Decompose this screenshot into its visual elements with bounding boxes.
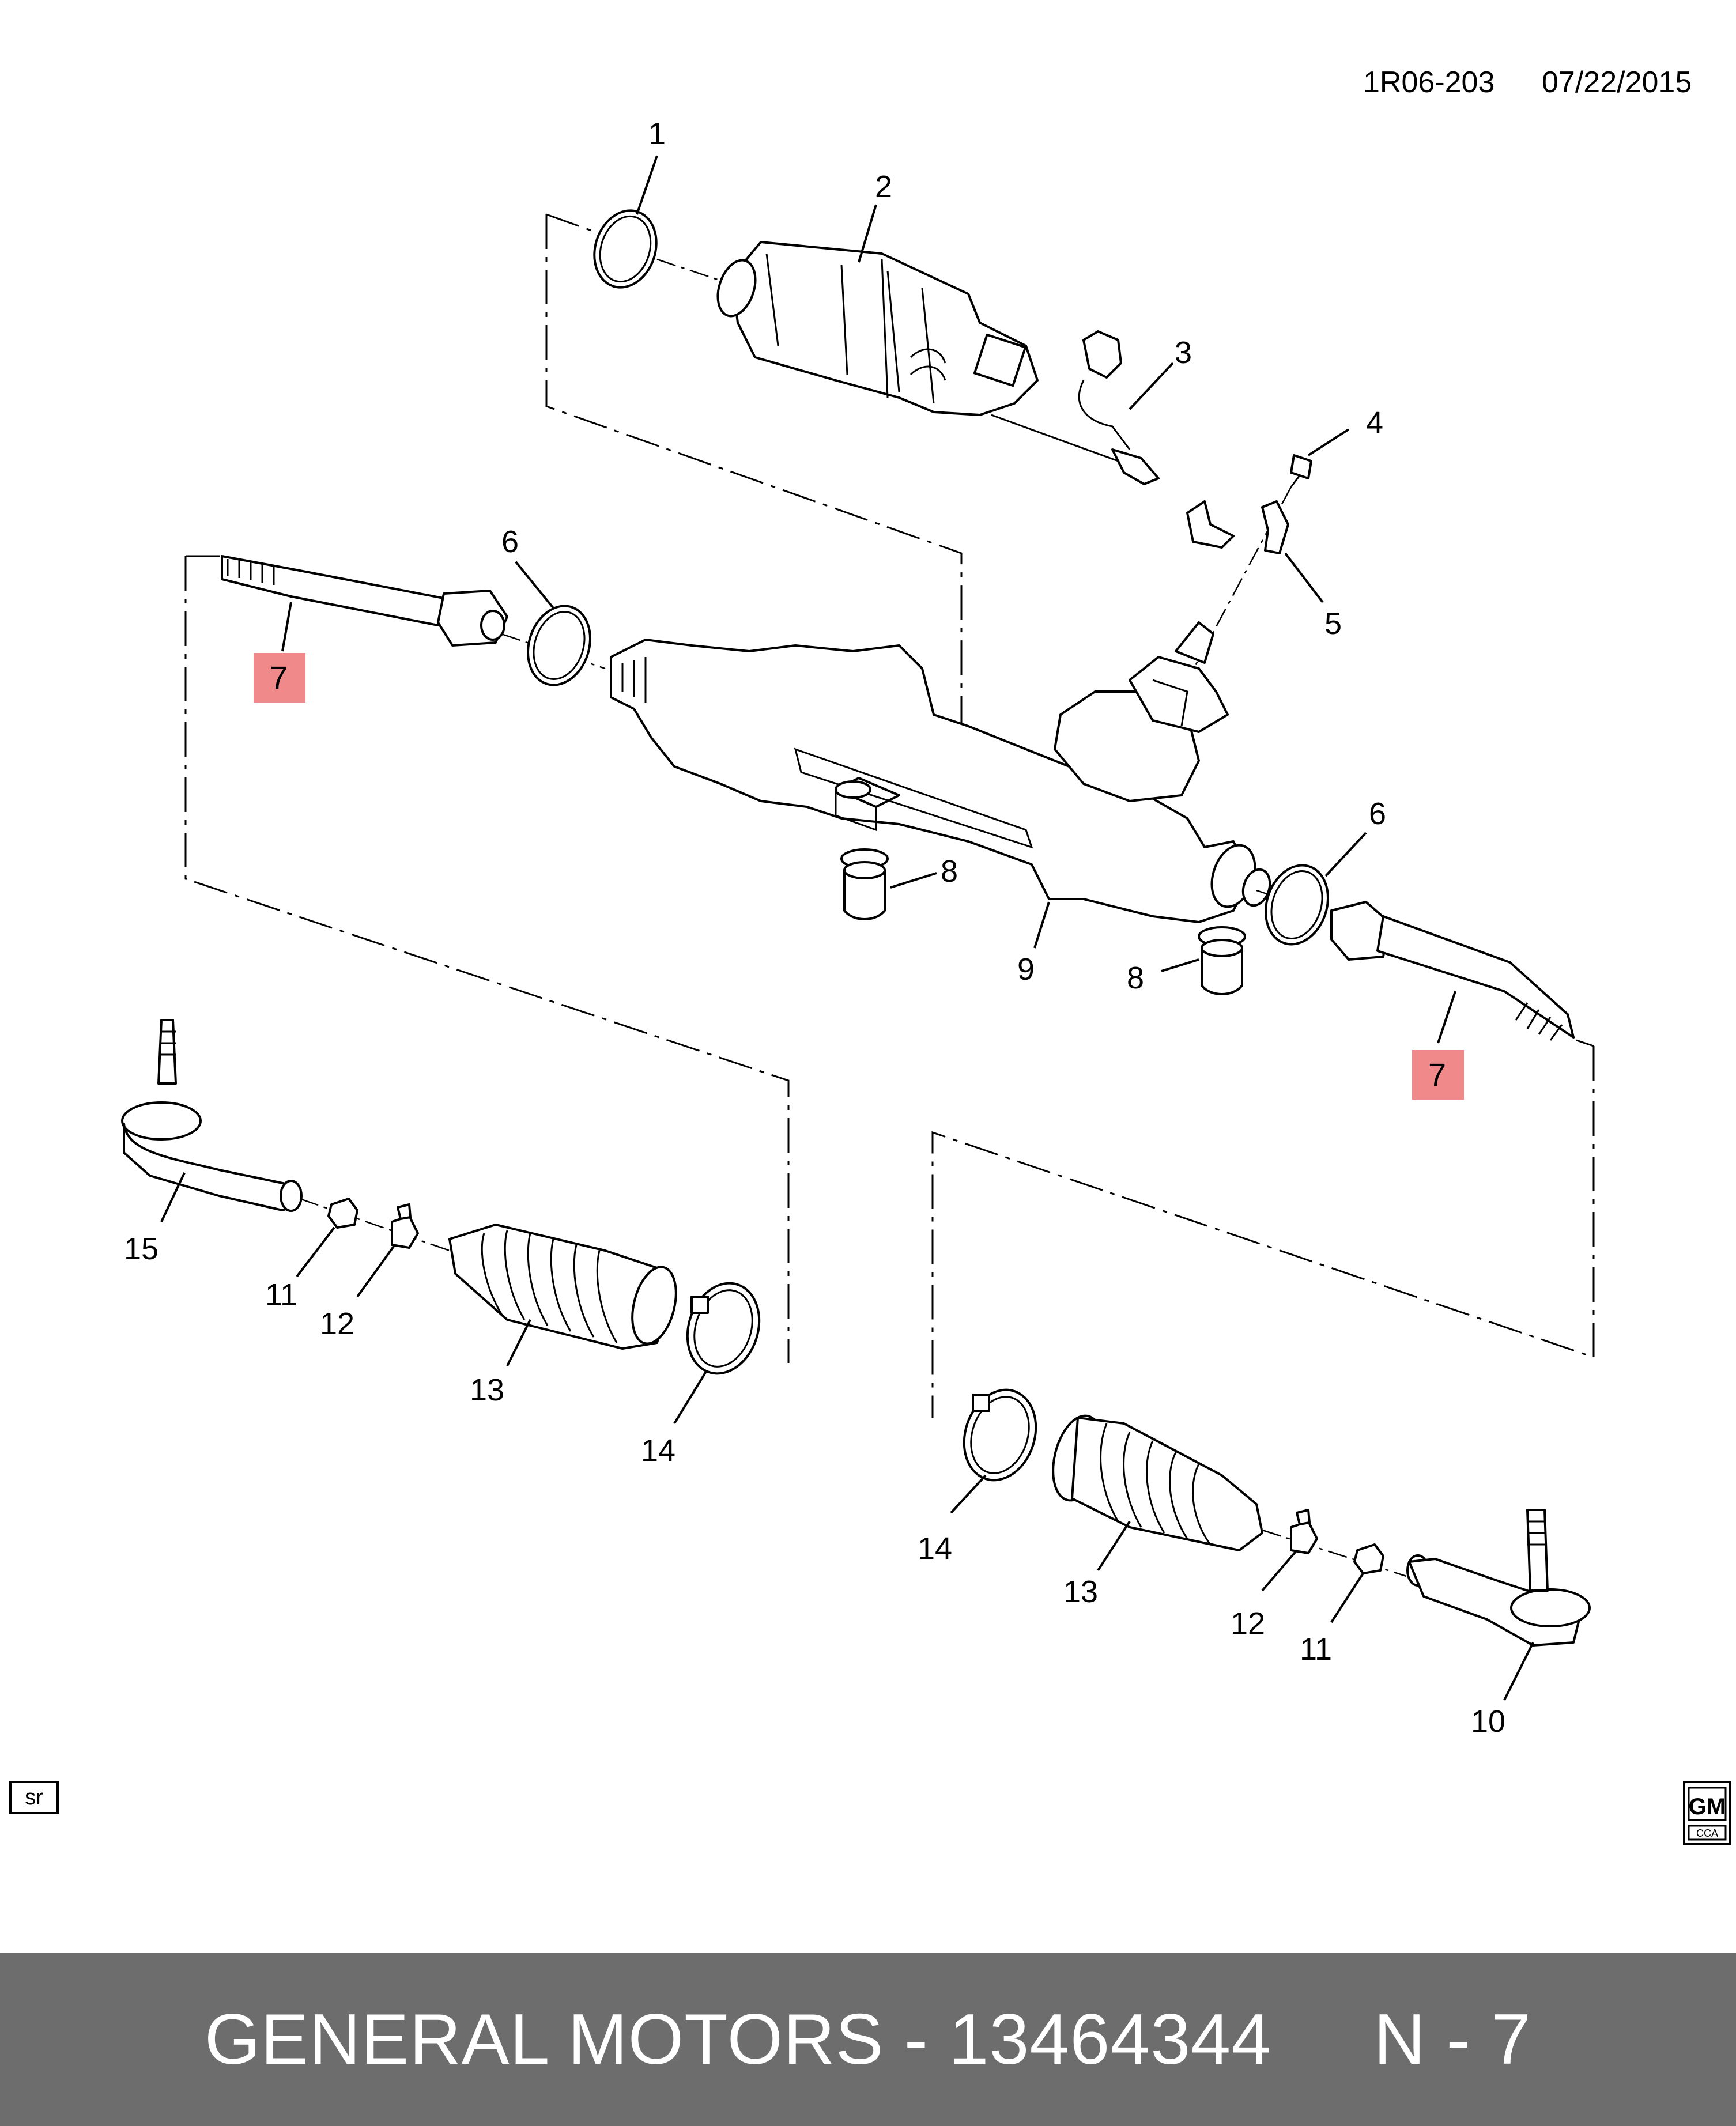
callout-6a: 6 [501, 524, 519, 559]
axis-right-boot [1262, 1529, 1407, 1577]
callout-12b: 12 [1231, 1606, 1265, 1641]
o-ring-right-part-6 [1265, 864, 1329, 946]
electric-motor-part-2 [716, 241, 1039, 416]
leader-8b [1161, 958, 1199, 972]
callout-7-left-highlight: 7 [254, 653, 305, 703]
leader-11a [296, 1226, 335, 1278]
jam-nut-left-part-11 [327, 1198, 358, 1229]
callout-7-right-highlight: 7 [1412, 1050, 1464, 1100]
outer-tie-rod-end-part-15 [121, 1019, 303, 1212]
callout-14a: 14 [641, 1433, 675, 1468]
gm-logo-subtext: CCA [1696, 1827, 1718, 1839]
leader-14a [673, 1370, 707, 1425]
leader-6b [1324, 832, 1367, 877]
axis-left-boot [299, 1198, 450, 1252]
sr-label: sr [25, 1785, 43, 1810]
callout-13a: 13 [470, 1373, 504, 1407]
o-ring-left-part-6 [527, 605, 591, 686]
leader-7b [1437, 991, 1456, 1044]
steering-gear-exploded-diagram: 1R06-203 07/22/2015 [121, 66, 1692, 1739]
clamp-left-part-12 [391, 1203, 419, 1249]
leader-13a [506, 1319, 531, 1366]
callout-7a: 7 [270, 659, 288, 696]
o-ring-part-1 [593, 209, 658, 289]
leader-12b [1261, 1549, 1298, 1592]
jam-nut-right-part-11 [1353, 1543, 1384, 1574]
leader-13b [1097, 1520, 1131, 1572]
frame-right-tie-rod [931, 1046, 1595, 1418]
callout-3: 3 [1175, 335, 1192, 370]
diagram-ref-number: 1R06-203 [1363, 66, 1495, 99]
footer-bar: GENERAL MOTORS - 13464344 N - 7 [0, 1953, 1736, 2126]
callout-8a: 8 [941, 854, 958, 889]
callout-5: 5 [1324, 606, 1342, 641]
highlight-box-7a [254, 653, 305, 703]
motor-connector-lead [991, 414, 1119, 462]
steering-gear-housing-part-9 [610, 621, 1271, 923]
gm-logo-text: GM [1689, 1794, 1726, 1819]
axis-motor [656, 258, 727, 284]
inner-tie-rod-right-part-7 [1330, 901, 1575, 1041]
leader-11b [1330, 1572, 1364, 1623]
clamp-right-part-12 [1290, 1509, 1318, 1554]
axis-bolt [1140, 486, 1292, 767]
leader-5 [1284, 552, 1324, 603]
leader-1 [636, 155, 658, 215]
leader-4 [1307, 428, 1350, 456]
axis-left [501, 633, 606, 670]
clamp-ring-right-part-14 [963, 1388, 1037, 1482]
clamp-ring-left-part-14 [686, 1282, 761, 1375]
footer-title: GENERAL MOTORS - 13464344 N - 7 [204, 1999, 1532, 2079]
boot-left-part-13 [448, 1224, 677, 1350]
callout-10: 10 [1471, 1704, 1505, 1739]
leader-10 [1503, 1642, 1534, 1701]
mount-insulator-part-8a [840, 848, 889, 920]
bolt-part-4 [1290, 454, 1312, 488]
callout-13b: 13 [1063, 1574, 1098, 1609]
callout-4: 4 [1366, 406, 1383, 440]
callout-7b: 7 [1428, 1056, 1446, 1093]
callout-9: 9 [1017, 952, 1035, 987]
bracket-part-5 [1186, 500, 1289, 554]
highlight-box-7b [1412, 1050, 1464, 1100]
frame-motor [545, 214, 963, 738]
callout-15: 15 [124, 1232, 158, 1266]
leader-12a [356, 1244, 396, 1298]
leader-14b [950, 1474, 987, 1514]
leader-3 [1129, 362, 1174, 410]
frame-motor-top [546, 213, 600, 235]
leader-9 [1033, 901, 1050, 949]
mount-insulator-part-8b [1198, 926, 1246, 995]
callout-8b: 8 [1127, 961, 1144, 995]
callout-6b: 6 [1369, 796, 1386, 831]
frame-right-top [1576, 1039, 1594, 1047]
wire-harness-part-3 [1078, 330, 1160, 485]
callout-12a: 12 [320, 1306, 354, 1341]
callout-11b: 11 [1300, 1632, 1332, 1667]
diagram-date: 07/22/2015 [1542, 66, 1692, 99]
boot-right-part-13 [1052, 1414, 1263, 1551]
leader-15 [160, 1172, 186, 1222]
callout-11a: 11 [265, 1278, 297, 1312]
leader-7a [281, 602, 292, 652]
inner-tie-rod-left-part-7 [221, 555, 508, 647]
gm-cca-logo: GM CCA [1683, 1781, 1731, 1845]
callout-2: 2 [875, 169, 892, 204]
callout-1: 1 [648, 116, 666, 151]
leader-8a [890, 872, 937, 889]
callout-14b: 14 [918, 1531, 952, 1566]
sr-label-box: sr [9, 1781, 59, 1814]
leader-6a [515, 561, 554, 609]
outer-tie-rod-end-part-10 [1406, 1509, 1591, 1647]
leader-2 [858, 204, 877, 263]
frame-left-tie-rod [184, 556, 790, 1363]
